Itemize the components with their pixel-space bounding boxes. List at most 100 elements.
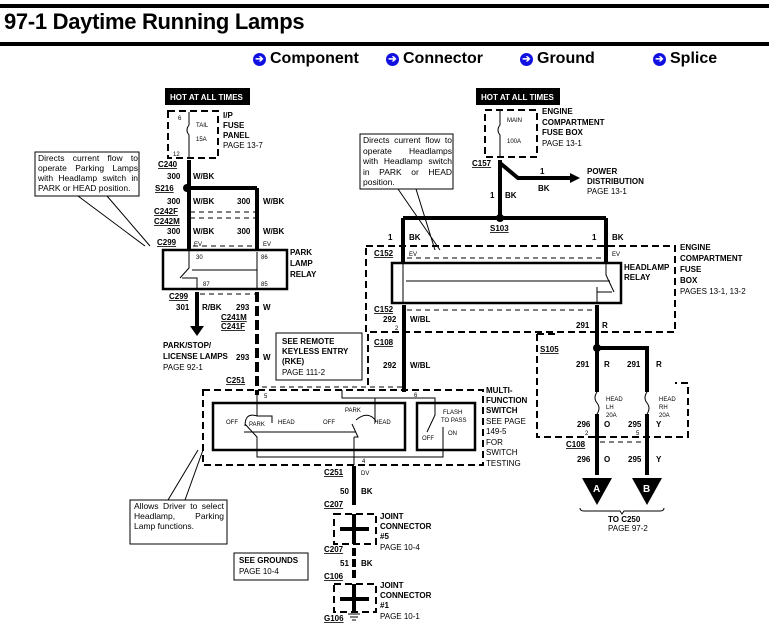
arrow-down [190, 326, 204, 336]
note-head-relay: Directs current flow to operate Headlamp… [363, 135, 452, 187]
pin-label: EV [194, 242, 202, 248]
nav-ground[interactable]: ➔Ground [520, 50, 595, 68]
rke-page-link[interactable]: PAGE 111-2 [282, 368, 326, 377]
jc5-label: JOINT [380, 512, 404, 521]
wire-number: 300 [237, 197, 251, 206]
wire-number: 300 [167, 197, 181, 206]
wire-color: BK [361, 559, 373, 568]
ecfb-label: ENGINE [542, 107, 573, 116]
note-switch-box [129, 499, 228, 545]
ip-fuse-page-link[interactable]: PAGE 13-7 [223, 141, 263, 150]
note-head-relay-box [359, 133, 454, 190]
title-rule [0, 42, 769, 46]
hot-badge-right [476, 88, 560, 105]
nav-splice[interactable]: ➔Splice [653, 50, 717, 68]
note-park-relay: Directs current flow to operate Parking … [38, 153, 138, 193]
connector-c299[interactable]: C299 [169, 292, 189, 301]
flash-to-pass-switch[interactable] [415, 401, 477, 452]
power-dist-page-link[interactable]: PAGE 13-1 [587, 187, 627, 196]
splice-s103[interactable]: S103 [490, 224, 509, 233]
wire-number: 292 [383, 361, 397, 370]
switch-label-park: PARK [345, 408, 361, 414]
connector-c207[interactable]: C207 [324, 545, 344, 554]
nav-connector[interactable]: ➔Connector [386, 50, 483, 68]
switch-label-head: HEAD [278, 420, 295, 426]
to-c250-label: TO C250 [608, 515, 641, 524]
wire-number: 51 [340, 559, 349, 568]
connector-c242m[interactable]: C242M [154, 217, 180, 226]
mfs-label: MULTI- [486, 386, 513, 395]
pin-label: EV [409, 252, 417, 258]
splice-s216[interactable]: S216 [155, 184, 174, 193]
connector-c152[interactable]: C152 [374, 249, 394, 258]
nav-component[interactable]: ➔Component [253, 50, 359, 68]
mfs-label: FOR [486, 438, 503, 447]
wire-color: BK [361, 487, 373, 496]
ecfb2-label: COMPARTMENT [680, 254, 743, 263]
ecfb2-label: FUSE [680, 265, 702, 274]
wire-color: W [263, 353, 271, 362]
park-lamps-page-link[interactable]: PAGE 92-1 [163, 363, 203, 372]
ecfb-fuse-box [484, 109, 538, 158]
wire-s103-bus [401, 216, 608, 262]
connector-c299[interactable]: C299 [157, 238, 177, 247]
mfs-label: SWITCH [486, 406, 518, 415]
ground-g106[interactable]: G106 [324, 614, 344, 623]
note-text: Directs current flow to operate Parking … [38, 153, 138, 193]
to-c250-page-link[interactable]: PAGE 97-2 [608, 524, 648, 533]
mfs-outline [202, 389, 484, 466]
wire-number: 1 [490, 191, 495, 200]
wire-color: W/BK [193, 197, 215, 206]
pin-label: 5 [636, 431, 640, 437]
headlamp-switch[interactable] [211, 401, 407, 452]
ecfb-outline [365, 245, 676, 333]
arrow-circle-icon: ➔ [653, 52, 666, 66]
pin-label: EV [263, 242, 271, 248]
pin-label: 6 [178, 116, 182, 122]
fuse-rating: 15A [196, 137, 207, 143]
wire-number: 1 [592, 233, 597, 242]
wire-number: 295 [628, 420, 642, 429]
connector-c241m[interactable]: C241M [221, 313, 247, 322]
pin-label: EV [612, 252, 620, 258]
wire-number: 300 [237, 227, 251, 236]
wire-color: W [263, 303, 271, 312]
grounds-page-link[interactable]: PAGE 10-4 [239, 567, 279, 576]
jc5-page-link[interactable]: PAGE 10-4 [380, 543, 420, 552]
connector-c240[interactable]: C240 [158, 160, 178, 169]
connector-c207[interactable]: C207 [324, 500, 344, 509]
arrow-b[interactable] [632, 478, 662, 505]
mfs-page-link[interactable]: 149-5 [486, 427, 507, 436]
connector-c108[interactable]: C108 [374, 338, 394, 347]
relay-label: PARK [290, 248, 312, 257]
wire-color: O [604, 420, 610, 429]
ecfb2-page-link[interactable]: PAGES 13-1, 13-2 [680, 287, 746, 296]
connector-c241f[interactable]: C241F [221, 322, 245, 331]
wire-number: 1 [540, 167, 545, 176]
top-rule [0, 4, 769, 8]
wire-1-bk [498, 160, 570, 218]
relay-label: RELAY [290, 270, 317, 279]
jc1-page-link[interactable]: PAGE 10-1 [380, 612, 420, 621]
splice-s105[interactable]: S105 [540, 345, 559, 354]
connector-c242f[interactable]: C242F [154, 207, 178, 216]
connector-c106[interactable]: C106 [324, 572, 344, 581]
arrow-right [570, 173, 580, 183]
mfs-label: SEE PAGE [486, 417, 526, 426]
ecfb-page-link[interactable]: PAGE 13-1 [542, 139, 582, 148]
connector-c157[interactable]: C157 [472, 159, 492, 168]
wire-color: W/BK [193, 227, 215, 236]
connector-c108[interactable]: C108 [566, 440, 586, 449]
connector-c251[interactable]: C251 [226, 376, 246, 385]
switch-label-off: OFF [323, 420, 335, 426]
connector-c152[interactable]: C152 [374, 305, 394, 314]
arrow-a[interactable] [582, 478, 612, 505]
fuse-outline [536, 333, 689, 438]
rke-note-text: SEE REMOTE [282, 337, 335, 346]
wire-number: 295 [628, 455, 642, 464]
wire-color: BK [612, 233, 624, 242]
nav-label: Connector [403, 50, 483, 67]
connector-c251[interactable]: C251 [324, 468, 344, 477]
wire-number: 293 [236, 303, 250, 312]
pin-label: 12 [173, 152, 180, 158]
